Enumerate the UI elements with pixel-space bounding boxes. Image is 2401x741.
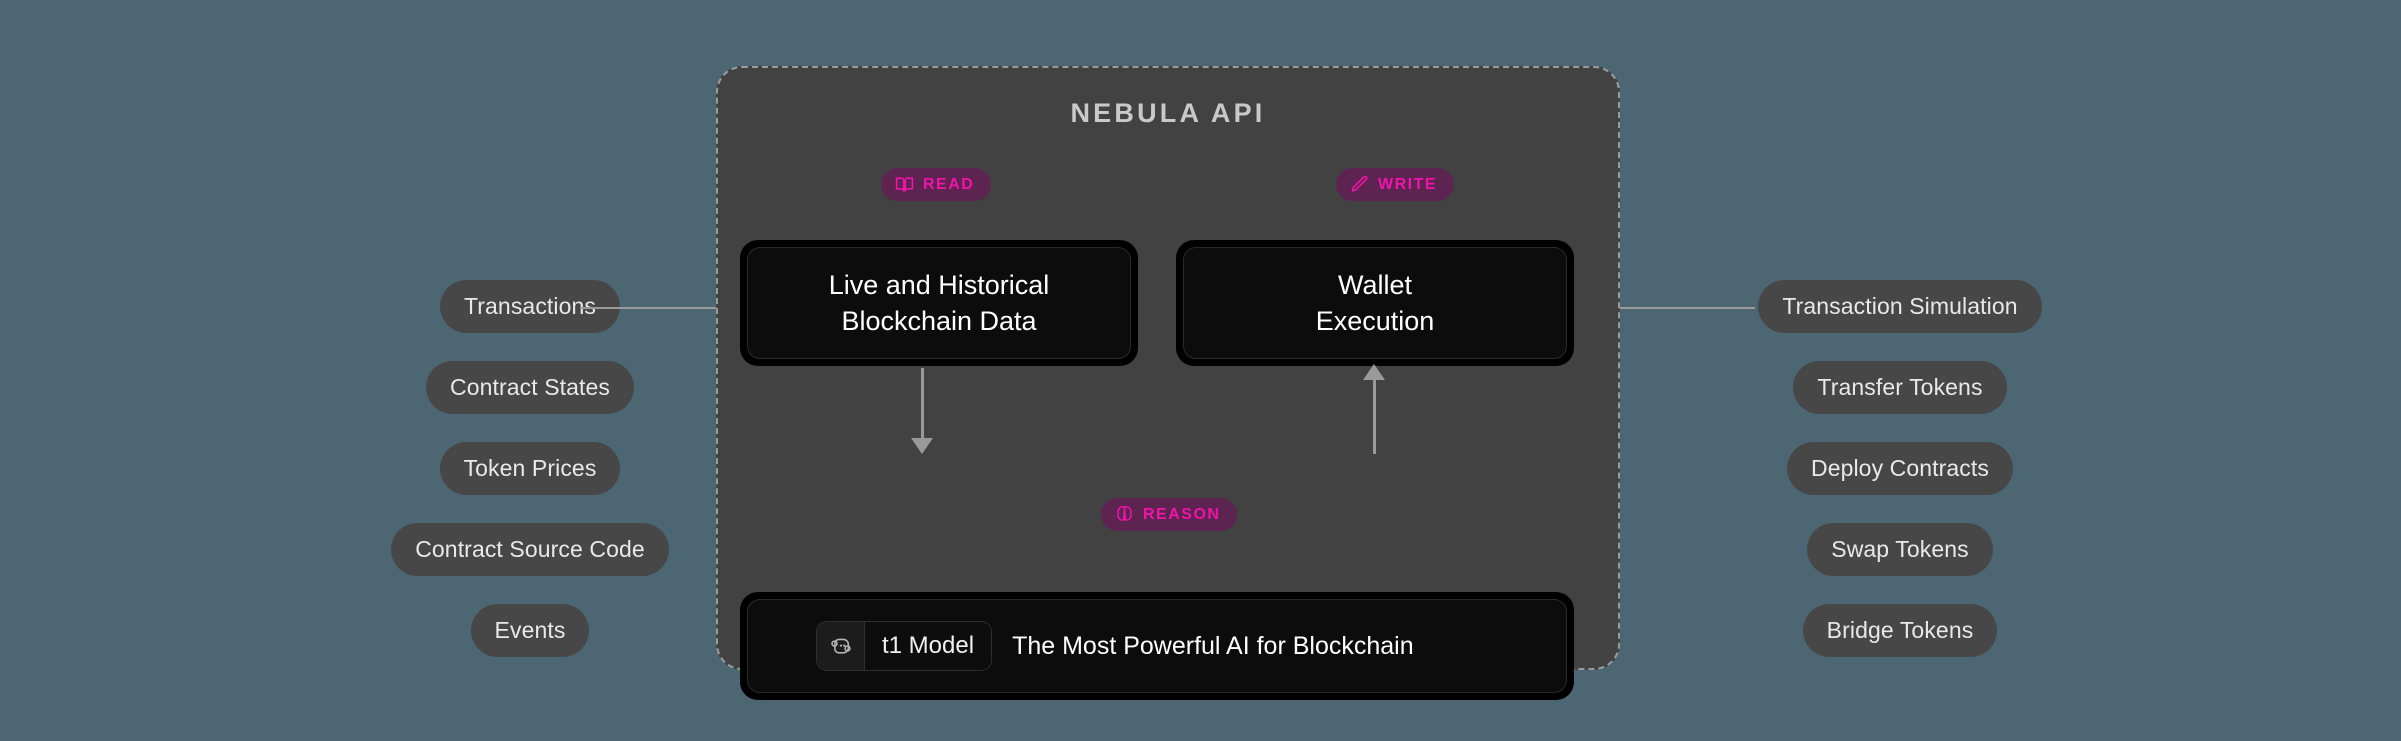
read-to-reason-arrow-line bbox=[921, 368, 924, 442]
reason-to-write-arrow-head bbox=[1363, 364, 1385, 380]
book-icon bbox=[895, 175, 914, 194]
card-t1-model[interactable]: t1 Model The Most Powerful AI for Blockc… bbox=[740, 592, 1574, 700]
pill-events[interactable]: Events bbox=[470, 604, 590, 657]
badge-read-label: READ bbox=[923, 175, 975, 193]
card-wallet-execution[interactable]: Wallet Execution bbox=[1176, 240, 1574, 366]
card-read-inner: Live and Historical Blockchain Data bbox=[747, 247, 1131, 359]
thirdweb-logo-icon bbox=[817, 622, 865, 670]
page-title: NEBULA API bbox=[1070, 98, 1266, 128]
badge-read[interactable]: READ bbox=[881, 168, 992, 201]
pill-transaction-simulation[interactable]: Transaction Simulation bbox=[1758, 280, 2042, 333]
read-capabilities-column: Transactions Contract States Token Price… bbox=[380, 280, 680, 657]
card-read-title: Live and Historical Blockchain Data bbox=[829, 267, 1050, 340]
model-tagline: The Most Powerful AI for Blockchain bbox=[1012, 631, 1414, 660]
model-chip-label: t1 Model bbox=[865, 622, 992, 670]
pill-transfer-tokens[interactable]: Transfer Tokens bbox=[1793, 361, 2007, 414]
pill-deploy-contracts[interactable]: Deploy Contracts bbox=[1786, 442, 2013, 495]
read-connector-line bbox=[580, 307, 750, 309]
brain-icon bbox=[1115, 505, 1134, 524]
read-to-reason-arrow-head bbox=[911, 438, 933, 454]
pill-token-prices[interactable]: Token Prices bbox=[439, 442, 621, 495]
badge-write-label: WRITE bbox=[1378, 175, 1438, 193]
badge-reason[interactable]: REASON bbox=[1101, 498, 1238, 531]
write-capabilities-column: Transaction Simulation Transfer Tokens D… bbox=[1750, 280, 2050, 657]
pill-transactions[interactable]: Transactions bbox=[439, 280, 620, 333]
badge-reason-label: REASON bbox=[1143, 505, 1221, 523]
reason-to-write-arrow-line bbox=[1373, 378, 1376, 454]
nebula-api-panel: NEBULA API READ WRITE bbox=[716, 66, 1620, 700]
pill-bridge-tokens[interactable]: Bridge Tokens bbox=[1802, 604, 1998, 657]
pill-contract-source-code[interactable]: Contract Source Code bbox=[391, 523, 669, 576]
card-live-historical-blockchain-data[interactable]: Live and Historical Blockchain Data bbox=[740, 240, 1138, 366]
card-write-line2: Execution bbox=[1315, 306, 1435, 336]
card-write-inner: Wallet Execution bbox=[1183, 247, 1567, 359]
pencil-icon bbox=[1350, 175, 1369, 194]
pill-contract-states[interactable]: Contract States bbox=[425, 361, 635, 414]
pill-swap-tokens[interactable]: Swap Tokens bbox=[1807, 523, 1993, 576]
card-write-line1: Wallet bbox=[1337, 269, 1412, 300]
model-chip[interactable]: t1 Model bbox=[816, 621, 993, 671]
card-read-line1: Live and Historical bbox=[828, 269, 1050, 300]
card-read-line2: Blockchain Data bbox=[841, 306, 1037, 336]
card-write-title: Wallet Execution bbox=[1316, 267, 1435, 340]
card-model-inner: t1 Model The Most Powerful AI for Blockc… bbox=[747, 599, 1567, 693]
badge-write[interactable]: WRITE bbox=[1336, 168, 1455, 201]
write-connector-line bbox=[1600, 307, 1755, 309]
